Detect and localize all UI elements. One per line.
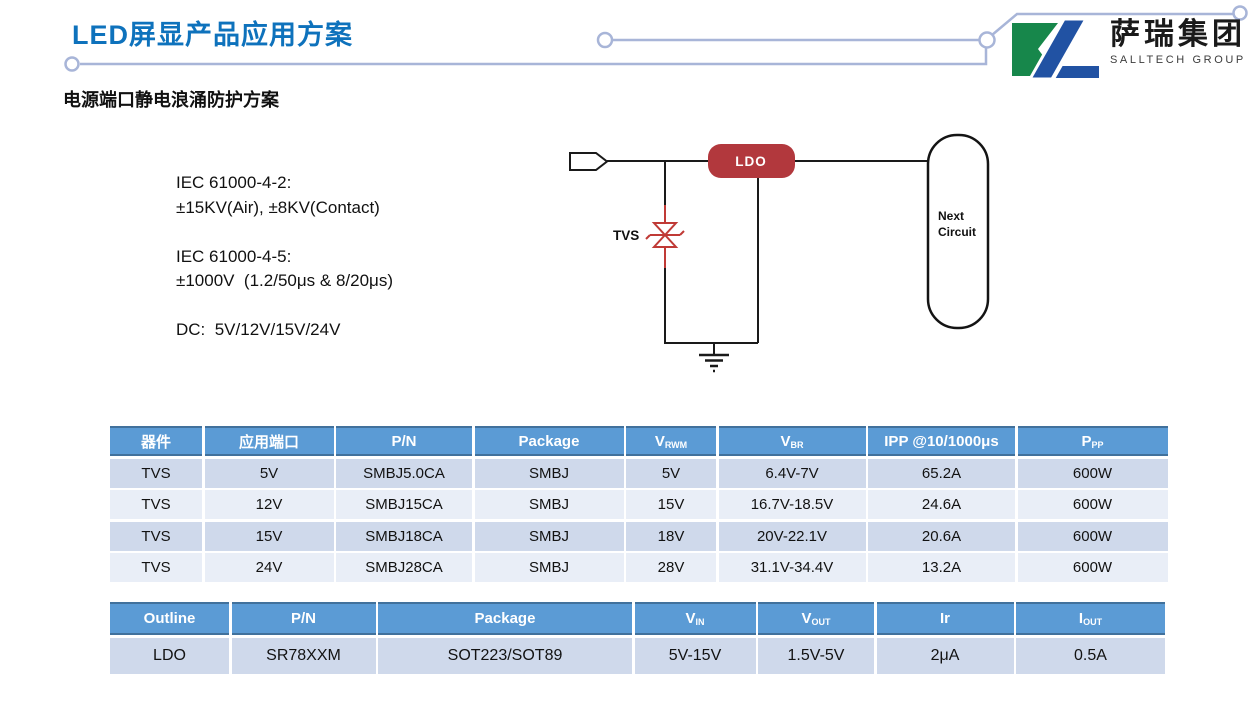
- table-cell: 65.2A: [868, 458, 1015, 488]
- column-header: Ir: [876, 602, 1014, 635]
- spec-line: [176, 220, 393, 245]
- table-cell: 5V-15V: [634, 637, 756, 674]
- table-cell: SMBJ: [474, 553, 624, 582]
- trace-node-circle: [596, 31, 614, 49]
- column-header: P/N: [231, 602, 376, 635]
- table-cell: 18V: [626, 521, 716, 551]
- table-cell: 28V: [626, 553, 716, 582]
- logo-name-cn: 萨瑞集团: [1110, 18, 1246, 51]
- column-header: IPP @10/1000μs: [868, 426, 1015, 456]
- circuit-diagram: TVS LDO Next Circuit: [569, 133, 990, 373]
- table-cell: TVS: [110, 553, 202, 582]
- spec-line: DC: 5V/12V/15V/24V: [176, 320, 341, 339]
- table-cell: 600W: [1017, 490, 1168, 519]
- ldo-label: LDO: [735, 154, 767, 169]
- table-cell: 20V-22.1V: [718, 521, 866, 551]
- spec-line: [176, 294, 393, 319]
- table-cell: SMBJ: [474, 521, 624, 551]
- logo-name-en: SALLTECH GROUP: [1110, 54, 1246, 66]
- trace-node-circle: [978, 31, 996, 49]
- ground-icon: [699, 353, 729, 373]
- spec-line: IEC 61000-4-2:: [176, 173, 292, 192]
- ldo-block: [708, 144, 795, 178]
- circuit-wires: [607, 160, 928, 354]
- table-cell: LDO: [110, 637, 229, 674]
- logo-blue-diagonal: [1027, 18, 1089, 80]
- table-cell: 5V: [204, 458, 334, 488]
- logo-blue-bar: [1052, 64, 1100, 80]
- table-cell: SMBJ15CA: [336, 490, 472, 519]
- table-cell: TVS: [110, 521, 202, 551]
- next-circuit-label-line2: Circuit: [938, 225, 976, 239]
- next-circuit-block: [926, 133, 990, 330]
- company-logo: 萨瑞集团 SALLTECH GROUP: [1012, 18, 1246, 80]
- table-cell: 24V: [204, 553, 334, 582]
- table-cell: 600W: [1017, 458, 1168, 488]
- page-subtitle: 电源端口静电浪涌防护方案: [63, 90, 279, 110]
- tvs-label: TVS: [613, 228, 639, 243]
- table-cell: 12V: [204, 490, 334, 519]
- table-cell: SMBJ5.0CA: [336, 458, 472, 488]
- table-cell: 5V: [626, 458, 716, 488]
- table-cell: 600W: [1017, 521, 1168, 551]
- table-cell: 600W: [1017, 553, 1168, 582]
- logo-text: 萨瑞集团 SALLTECH GROUP: [1110, 18, 1246, 66]
- table-cell: 13.2A: [868, 553, 1015, 582]
- table-cell: 16.7V-18.5V: [718, 490, 866, 519]
- next-circuit-label-line1: Next: [938, 209, 964, 223]
- table-cell: 0.5A: [1016, 637, 1165, 674]
- table-cell: SR78XXM: [231, 637, 376, 674]
- table-cell: SMBJ28CA: [336, 553, 472, 582]
- spec-text-block: IEC 61000-4-2: ±15KV(Air), ±8KV(Contact)…: [176, 171, 393, 343]
- column-header: Package: [378, 602, 632, 635]
- table-cell: TVS: [110, 490, 202, 519]
- column-header: 器件: [110, 426, 202, 456]
- table-cell: 31.1V-34.4V: [718, 553, 866, 582]
- wire-tvs-bottom: [664, 268, 758, 344]
- table-cell: 15V: [626, 490, 716, 519]
- table-cell: 2μA: [876, 637, 1014, 674]
- spec-line: IEC 61000-4-5:: [176, 246, 292, 266]
- spec-line: ±1000V (1.2/50μs & 8/20μs): [176, 271, 393, 290]
- column-header: Outline: [110, 602, 229, 635]
- table-cell: 6.4V-7V: [718, 458, 866, 488]
- column-header: 应用端口: [204, 426, 334, 456]
- table-cell: TVS: [110, 458, 202, 488]
- table-cell: SMBJ18CA: [336, 521, 472, 551]
- page-title: LED屏显产品应用方案: [72, 20, 353, 50]
- trace-node-circle: [64, 56, 80, 72]
- column-header: P/N: [336, 426, 472, 456]
- spec-line: ±15KV(Air), ±8KV(Contact): [176, 197, 380, 217]
- table-cell: 1.5V-5V: [758, 637, 874, 674]
- table-cell: 20.6A: [868, 521, 1015, 551]
- tvs-diode-icon: [645, 205, 685, 268]
- column-header: Package: [474, 426, 624, 456]
- table-cell: SMBJ: [474, 490, 624, 519]
- company-logo-icon: [1012, 18, 1100, 80]
- table-cell: 15V: [204, 521, 334, 551]
- table-cell: 24.6A: [868, 490, 1015, 519]
- table-cell: SMBJ: [474, 458, 624, 488]
- table-cell: SOT223/SOT89: [378, 637, 632, 674]
- input-port-icon: [569, 152, 609, 171]
